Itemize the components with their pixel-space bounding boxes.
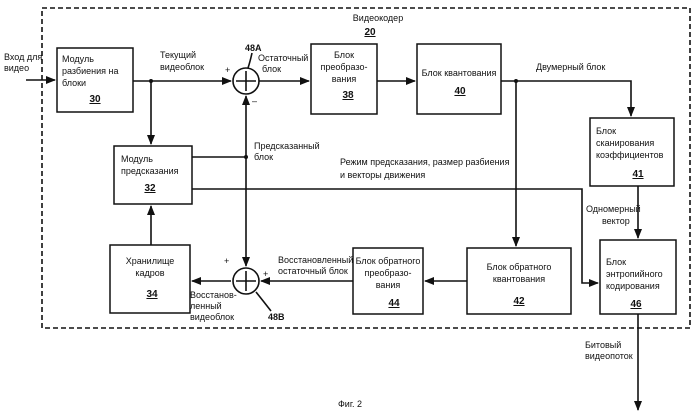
input-label-line1: Вход для bbox=[4, 52, 42, 62]
svg-text:40: 40 bbox=[454, 86, 466, 97]
adder-48b-label: 48B bbox=[268, 312, 285, 322]
recon-block-label-1: Восстанов- bbox=[190, 290, 237, 300]
entropy-coding-block: Блок энтропийного кодирования 46 bbox=[600, 240, 676, 314]
svg-text:Блок обратного: Блок обратного bbox=[487, 262, 552, 272]
recon-block-label-3: видеоблок bbox=[190, 312, 234, 322]
one-dim-vector-label-2: вектор bbox=[602, 216, 630, 226]
svg-text:преобразо-: преобразо- bbox=[365, 268, 412, 278]
svg-text:блоки: блоки bbox=[62, 78, 86, 88]
svg-text:Блок: Блок bbox=[334, 50, 354, 60]
current-block-label-1: Текущий bbox=[160, 50, 196, 60]
svg-text:Блок квантования: Блок квантования bbox=[422, 68, 497, 78]
svg-text:разбиения на: разбиения на bbox=[62, 66, 118, 76]
svg-text:Хранилище: Хранилище bbox=[126, 256, 175, 266]
svg-text:Блок: Блок bbox=[606, 257, 626, 267]
adder-48b-plus-top: + bbox=[224, 256, 229, 266]
bitstream-label-2: видеопоток bbox=[585, 351, 633, 361]
coefficient-scan-block: Блок сканирования коэффициентов 41 bbox=[590, 118, 674, 186]
svg-text:32: 32 bbox=[144, 183, 156, 194]
svg-text:46: 46 bbox=[630, 299, 642, 310]
svg-text:кодирования: кодирования bbox=[606, 281, 660, 291]
svg-text:Блок обратного: Блок обратного bbox=[356, 256, 421, 266]
residual-label-1: Остаточный bbox=[258, 53, 308, 63]
adder-48a bbox=[233, 68, 259, 94]
adder-48a-leader bbox=[248, 53, 252, 68]
svg-text:преобразо-: преобразо- bbox=[321, 62, 368, 72]
inverse-transform-block: Блок обратного преобразо- вания 44 bbox=[353, 248, 423, 314]
one-dim-vector-label-1: Одномерный bbox=[586, 204, 641, 214]
input-label-line2: видео bbox=[4, 63, 29, 73]
mode-info-label-2: и векторы движения bbox=[340, 170, 425, 180]
bitstream-label-1: Битовый bbox=[585, 340, 621, 350]
svg-text:предсказания: предсказания bbox=[121, 166, 179, 176]
svg-text:38: 38 bbox=[342, 90, 354, 101]
mode-info-label-1: Режим предсказания, размер разбиения bbox=[340, 157, 510, 167]
encoder-title: Видеокодер bbox=[353, 13, 403, 23]
svg-text:коэффициентов: коэффициентов bbox=[596, 150, 664, 160]
svg-text:41: 41 bbox=[632, 169, 644, 180]
svg-text:34: 34 bbox=[146, 289, 158, 300]
inverse-quantization-block: Блок обратного квантования 42 bbox=[467, 248, 571, 314]
adder-48b bbox=[233, 268, 259, 294]
recon-residual-label-1: Восстановленный bbox=[278, 255, 353, 265]
svg-text:30: 30 bbox=[89, 94, 101, 105]
svg-text:вания: вания bbox=[376, 280, 401, 290]
current-block-label-2: видеоблок bbox=[160, 62, 204, 72]
prediction-block: Модуль предсказания 32 bbox=[114, 146, 192, 204]
figure-caption: Фиг. 2 bbox=[338, 399, 362, 409]
adder-48a-minus: – bbox=[252, 96, 257, 106]
svg-text:квантования: квантования bbox=[493, 274, 545, 284]
svg-text:42: 42 bbox=[513, 296, 525, 307]
predicted-block-label-2: блок bbox=[254, 152, 273, 162]
svg-text:Модуль: Модуль bbox=[121, 154, 153, 164]
recon-residual-label-2: остаточный блок bbox=[278, 266, 348, 276]
quant-to-scan-arrow bbox=[501, 81, 631, 116]
adder-48a-label: 48A bbox=[245, 43, 262, 53]
svg-text:вания: вания bbox=[332, 74, 357, 84]
svg-text:кадров: кадров bbox=[135, 268, 164, 278]
recon-block-label-2: ленный bbox=[190, 301, 222, 311]
svg-text:энтропийного: энтропийного bbox=[606, 269, 663, 279]
adder-48a-plus: + bbox=[225, 65, 230, 75]
svg-text:44: 44 bbox=[388, 298, 400, 309]
quantization-block: Блок квантования 40 bbox=[417, 44, 501, 114]
transform-block: Блок преобразо- вания 38 bbox=[311, 44, 377, 114]
predicted-block-label-1: Предсказанный bbox=[254, 141, 320, 151]
adder-48b-plus-right: + bbox=[263, 269, 268, 279]
adder-48b-leader bbox=[256, 292, 271, 311]
svg-text:сканирования: сканирования bbox=[596, 138, 654, 148]
partition-block: Модуль разбиения на блоки 30 bbox=[57, 48, 133, 112]
two-dim-block-label: Двумерный блок bbox=[536, 62, 605, 72]
encoder-number: 20 bbox=[364, 27, 376, 38]
svg-text:Блок: Блок bbox=[596, 126, 616, 136]
svg-text:Модуль: Модуль bbox=[62, 54, 94, 64]
residual-label-2: блок bbox=[262, 64, 281, 74]
frame-store-block: Хранилище кадров 34 bbox=[110, 245, 190, 313]
